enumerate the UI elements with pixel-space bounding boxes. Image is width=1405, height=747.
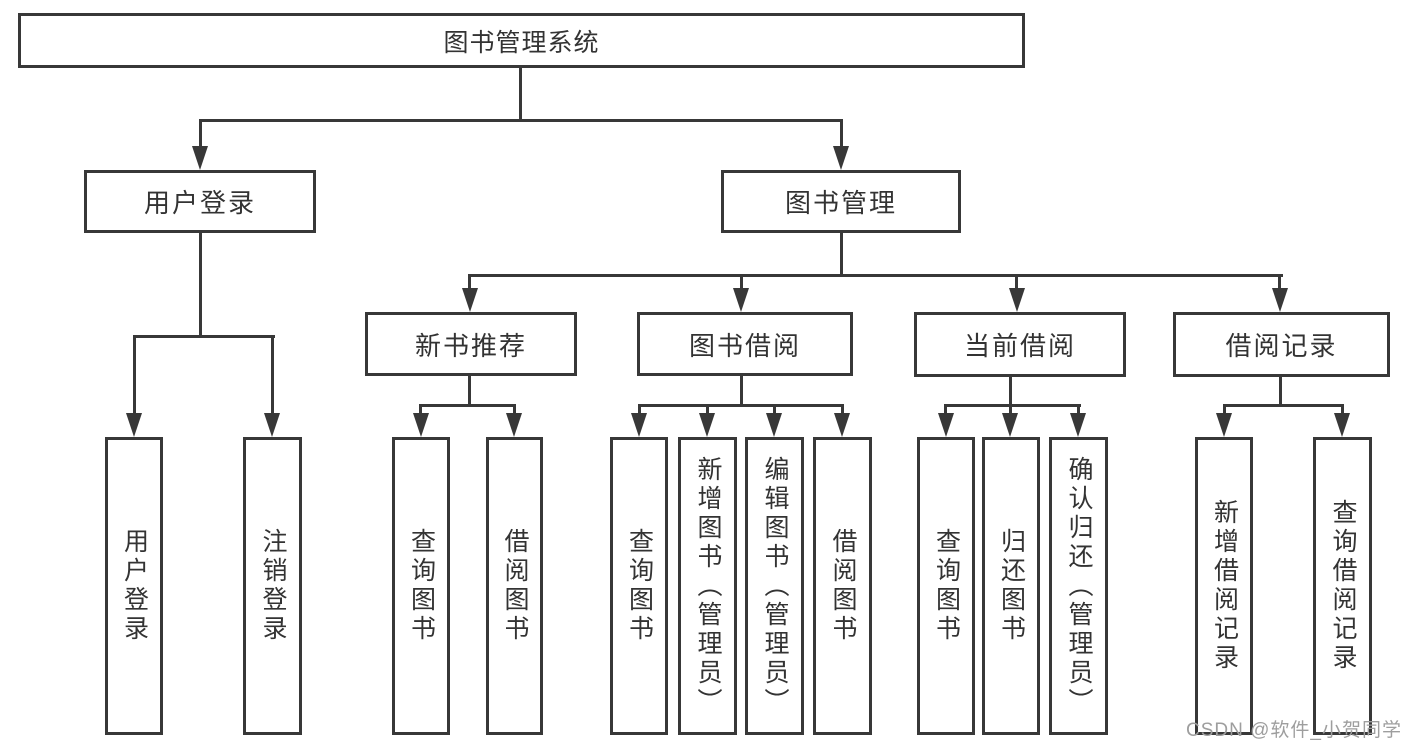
- arrowhead-bb-child2-icon: [699, 413, 715, 437]
- node-nb-borrow-books: 借阅图书: [486, 437, 543, 735]
- arrowhead-br-child1-icon: [1216, 413, 1232, 437]
- node-borrow-records: 借阅记录: [1173, 312, 1390, 377]
- node-user-login-label: 用户登录: [143, 188, 256, 218]
- node-cb-confirm-return-label: 确认归还（管理员）: [1065, 455, 1093, 717]
- connector-cb-child1-stub: [944, 404, 947, 415]
- arrowhead-br-child2-icon: [1334, 413, 1350, 437]
- connector-cb-child3-stub: [1077, 404, 1080, 415]
- connector-book-borrow-branch: [638, 404, 843, 407]
- connector-current-borrow-down: [1009, 377, 1012, 407]
- connector-book-mgmt-down: [840, 233, 843, 277]
- arrowhead-bb-child4-icon: [834, 413, 850, 437]
- node-book-mgmt: 图书管理: [721, 170, 961, 233]
- node-nb-borrow-books-label: 借阅图书: [501, 528, 529, 644]
- node-book-mgmt-label: 图书管理: [784, 188, 897, 218]
- arrowhead-cb-child3-icon: [1070, 413, 1086, 437]
- node-br-add-record-label: 新增借阅记录: [1210, 499, 1239, 673]
- node-bb-add-books-label: 新增图书（管理员）: [694, 455, 722, 717]
- node-cb-return-books-label: 归还图书: [997, 528, 1026, 644]
- arrowhead-nb-child2-icon: [506, 413, 522, 437]
- connector-ul-child1-stub: [133, 335, 136, 415]
- connector-user-login-branch: [133, 335, 275, 338]
- connector-bb-child2-stub: [706, 404, 709, 415]
- connector-cb-child2-stub: [1009, 404, 1012, 415]
- connector-new-book-branch: [419, 404, 516, 407]
- node-bb-query-books-label: 查询图书: [625, 528, 654, 644]
- watermark: CSDN @软件_小贺同学: [1186, 720, 1402, 741]
- arrowhead-borrow-records-icon: [1272, 288, 1288, 312]
- node-br-query-record: 查询借阅记录: [1313, 437, 1372, 735]
- connector-root-down: [519, 68, 522, 119]
- connector-book-borrow-stub: [740, 274, 743, 290]
- connector-bb-child3-stub: [773, 404, 776, 415]
- node-current-borrow: 当前借阅: [914, 312, 1126, 377]
- arrowhead-current-borrow-icon: [1009, 288, 1025, 312]
- node-nb-query-books: 查询图书: [392, 437, 450, 735]
- arrowhead-ul-child1-icon: [126, 413, 142, 437]
- node-new-book-rec: 新书推荐: [365, 312, 577, 376]
- arrowhead-cb-child1-icon: [938, 413, 954, 437]
- connector-book-borrow-down: [740, 376, 743, 407]
- connector-borrow-records-branch: [1223, 404, 1343, 407]
- connector-br-child1-stub: [1223, 404, 1226, 415]
- connector-br-child2-stub: [1341, 404, 1344, 415]
- connector-current-borrow-stub: [1015, 274, 1018, 290]
- arrowhead-cb-child2-icon: [1002, 413, 1018, 437]
- node-bb-query-books: 查询图书: [610, 437, 668, 735]
- node-new-book-rec-label: 新书推荐: [414, 330, 527, 361]
- arrowhead-bb-child1-icon: [631, 413, 647, 437]
- arrowhead-book-mgmt-icon: [833, 146, 849, 170]
- node-br-query-record-label: 查询借阅记录: [1329, 499, 1357, 673]
- node-bb-borrow-books-label: 借阅图书: [829, 528, 857, 644]
- node-bb-edit-books-label: 编辑图书（管理员）: [761, 455, 789, 717]
- node-bb-borrow-books: 借阅图书: [813, 437, 872, 735]
- connector-level3-horizontal: [469, 274, 1283, 277]
- node-ul-logout: 注销登录: [243, 437, 302, 735]
- node-borrow-records-label: 借阅记录: [1225, 331, 1338, 361]
- connector-ul-child2-stub: [271, 335, 274, 415]
- connector-borrow-records-down: [1279, 377, 1282, 407]
- connector-new-book-down: [468, 376, 471, 407]
- node-book-borrow-label: 图书借阅: [688, 330, 801, 361]
- node-bb-edit-books: 编辑图书（管理员）: [745, 437, 804, 735]
- node-ul-logout-label: 注销登录: [259, 528, 287, 644]
- connector-level1-horizontal: [199, 119, 843, 122]
- node-cb-confirm-return: 确认归还（管理员）: [1049, 437, 1108, 735]
- node-current-borrow-label: 当前借阅: [963, 331, 1076, 361]
- node-nb-query-books-label: 查询图书: [407, 528, 436, 644]
- connector-bb-child1-stub: [638, 404, 641, 415]
- connector-new-book-stub: [468, 274, 471, 290]
- node-book-borrow: 图书借阅: [637, 312, 853, 376]
- node-cb-query-books-label: 查询图书: [932, 528, 961, 644]
- arrowhead-book-borrow-icon: [733, 288, 749, 312]
- connector-nb-child1-stub: [419, 404, 422, 415]
- connector-user-login-stub: [199, 119, 202, 148]
- arrowhead-nb-child1-icon: [413, 413, 429, 437]
- node-br-add-record: 新增借阅记录: [1195, 437, 1253, 735]
- arrowhead-user-login-icon: [192, 146, 208, 170]
- node-root: 图书管理系统: [18, 13, 1025, 68]
- node-bb-add-books: 新增图书（管理员）: [678, 437, 737, 735]
- connector-borrow-records-stub: [1278, 274, 1281, 290]
- connector-current-borrow-branch: [944, 404, 1081, 407]
- node-cb-return-books: 归还图书: [982, 437, 1040, 735]
- connector-bb-child4-stub: [841, 404, 844, 415]
- connector-user-login-down: [199, 233, 202, 335]
- connector-nb-child2-stub: [513, 404, 516, 415]
- node-ul-user-login-label: 用户登录: [120, 528, 149, 644]
- arrowhead-ul-child2-icon: [264, 413, 280, 437]
- arrowhead-bb-child3-icon: [766, 413, 782, 437]
- connector-book-mgmt-stub: [840, 119, 843, 148]
- node-cb-query-books: 查询图书: [917, 437, 975, 735]
- node-root-label: 图书管理系统: [443, 28, 600, 57]
- arrowhead-new-book-icon: [462, 288, 478, 312]
- node-user-login: 用户登录: [84, 170, 316, 233]
- node-ul-user-login: 用户登录: [105, 437, 163, 735]
